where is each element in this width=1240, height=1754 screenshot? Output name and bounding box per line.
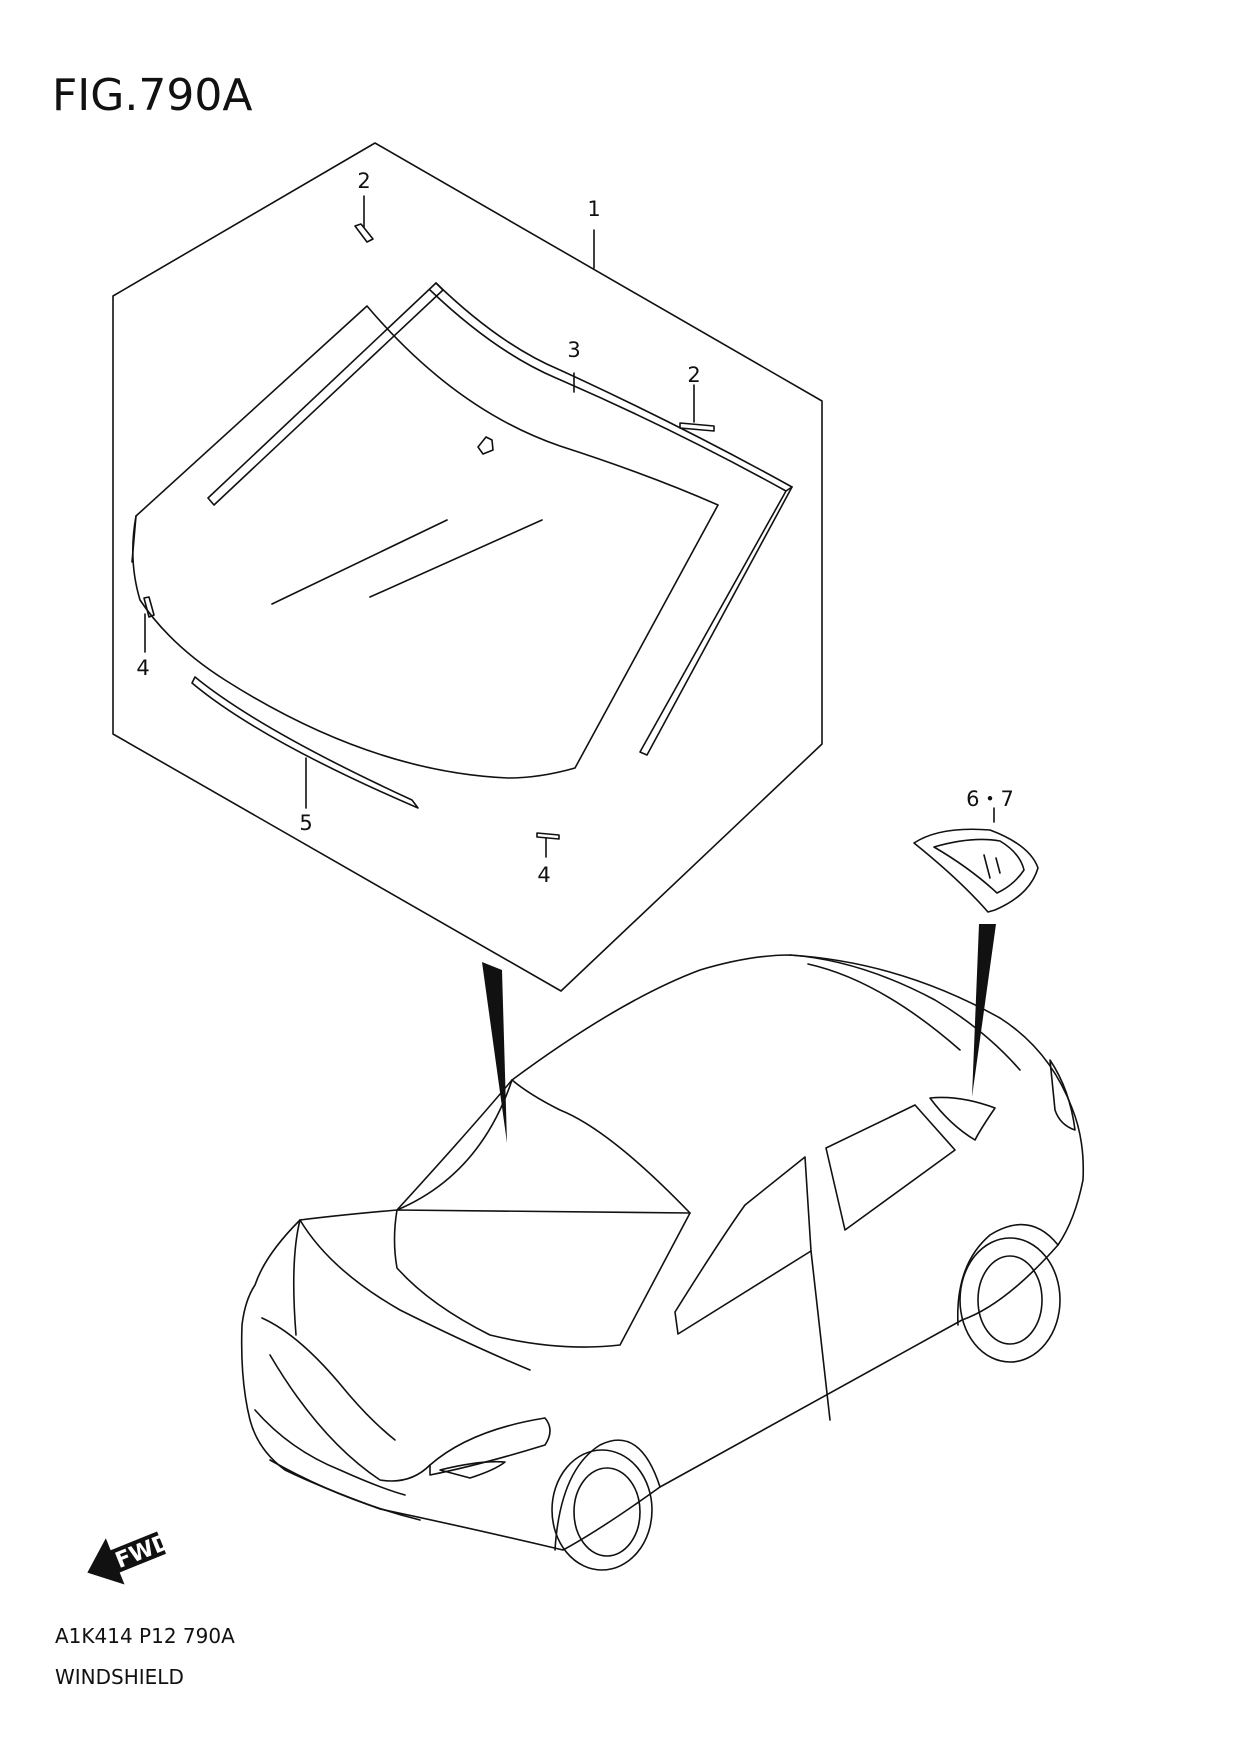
fwd-label: FWD <box>112 1529 175 1574</box>
callout-2-right: 2 <box>687 363 700 387</box>
callout-5: 5 <box>299 811 312 835</box>
windshield-glass <box>131 305 719 779</box>
spacer-part-4a <box>143 596 155 618</box>
callout-1: 1 <box>587 197 600 221</box>
pointer-quarter-window <box>972 924 996 1097</box>
fwd-direction-arrow: FWD <box>87 1529 175 1585</box>
clip-part-2a <box>354 223 374 243</box>
figure-title: FIG.790A <box>52 70 253 121</box>
spacer-part-4b <box>536 832 560 840</box>
windshield-molding <box>207 282 793 756</box>
vehicle-outline <box>240 954 1085 1571</box>
clip-part-2b <box>679 422 715 432</box>
figure-name: WINDSHIELD <box>55 1665 184 1689</box>
lower-strip-part-5 <box>191 676 419 809</box>
callout-4-bottom: 4 <box>537 863 550 887</box>
figure-code: A1K414 P12 790A <box>55 1624 235 1648</box>
assembly-group-frame <box>112 142 823 992</box>
callout-3: 3 <box>567 338 580 362</box>
leader-lines <box>144 195 995 858</box>
callout-2-top: 2 <box>357 169 370 193</box>
pointer-windshield <box>482 962 507 1143</box>
mirror-mount-icon <box>477 436 494 455</box>
callout-4-left: 4 <box>136 656 149 680</box>
quarter-window-glass <box>913 828 1039 913</box>
callout-6-7: 6・7 <box>966 787 1014 811</box>
